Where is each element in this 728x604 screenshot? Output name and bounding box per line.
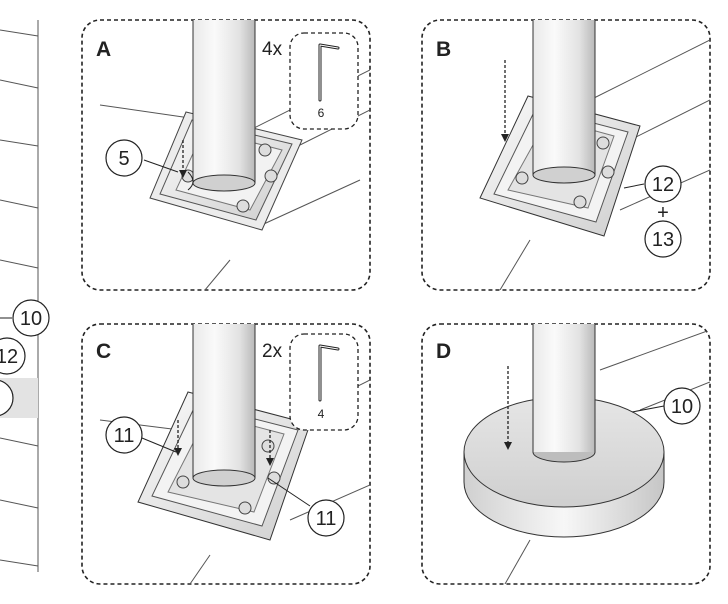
- left-callout-8: [0, 380, 14, 416]
- panel-a: A 4x 6 5: [81, 19, 371, 291]
- svg-text:10: 10: [20, 308, 42, 330]
- callout-11-right: [307, 499, 345, 537]
- svg-text:4: 4: [318, 407, 325, 421]
- left-fragment: 10 12 8: [0, 20, 50, 572]
- svg-text:B: B: [436, 38, 451, 61]
- panel-b: B 12 + 13: [421, 19, 711, 291]
- svg-text:D: D: [436, 340, 451, 363]
- svg-text:C: C: [96, 340, 111, 363]
- svg-text:11: 11: [114, 425, 135, 447]
- svg-text:A: A: [96, 38, 111, 61]
- svg-text:6: 6: [318, 106, 325, 120]
- svg-text:13: 13: [652, 229, 674, 251]
- svg-text:11: 11: [316, 508, 337, 530]
- svg-text:10: 10: [671, 396, 693, 418]
- left-callout-10: [12, 299, 50, 337]
- svg-text:+: +: [657, 202, 669, 224]
- svg-text:5: 5: [118, 148, 129, 170]
- callout-12: [644, 165, 682, 203]
- svg-text:12: 12: [0, 346, 18, 368]
- hex-key-inset: 6: [289, 32, 359, 130]
- callout-13: [644, 220, 682, 258]
- svg-text:4x: 4x: [262, 39, 283, 60]
- panel-d: D 10: [421, 323, 711, 585]
- hex-key-inset-small: 4: [289, 333, 359, 431]
- left-callout-12: [0, 337, 26, 375]
- callout-5: [105, 139, 143, 177]
- svg-text:8: 8: [0, 388, 1, 410]
- callout-11-left: [105, 416, 143, 454]
- svg-text:12: 12: [652, 174, 674, 196]
- callout-10: [663, 387, 701, 425]
- svg-text:2x: 2x: [262, 341, 283, 362]
- panel-c: C 2x 4 11 11: [81, 323, 371, 585]
